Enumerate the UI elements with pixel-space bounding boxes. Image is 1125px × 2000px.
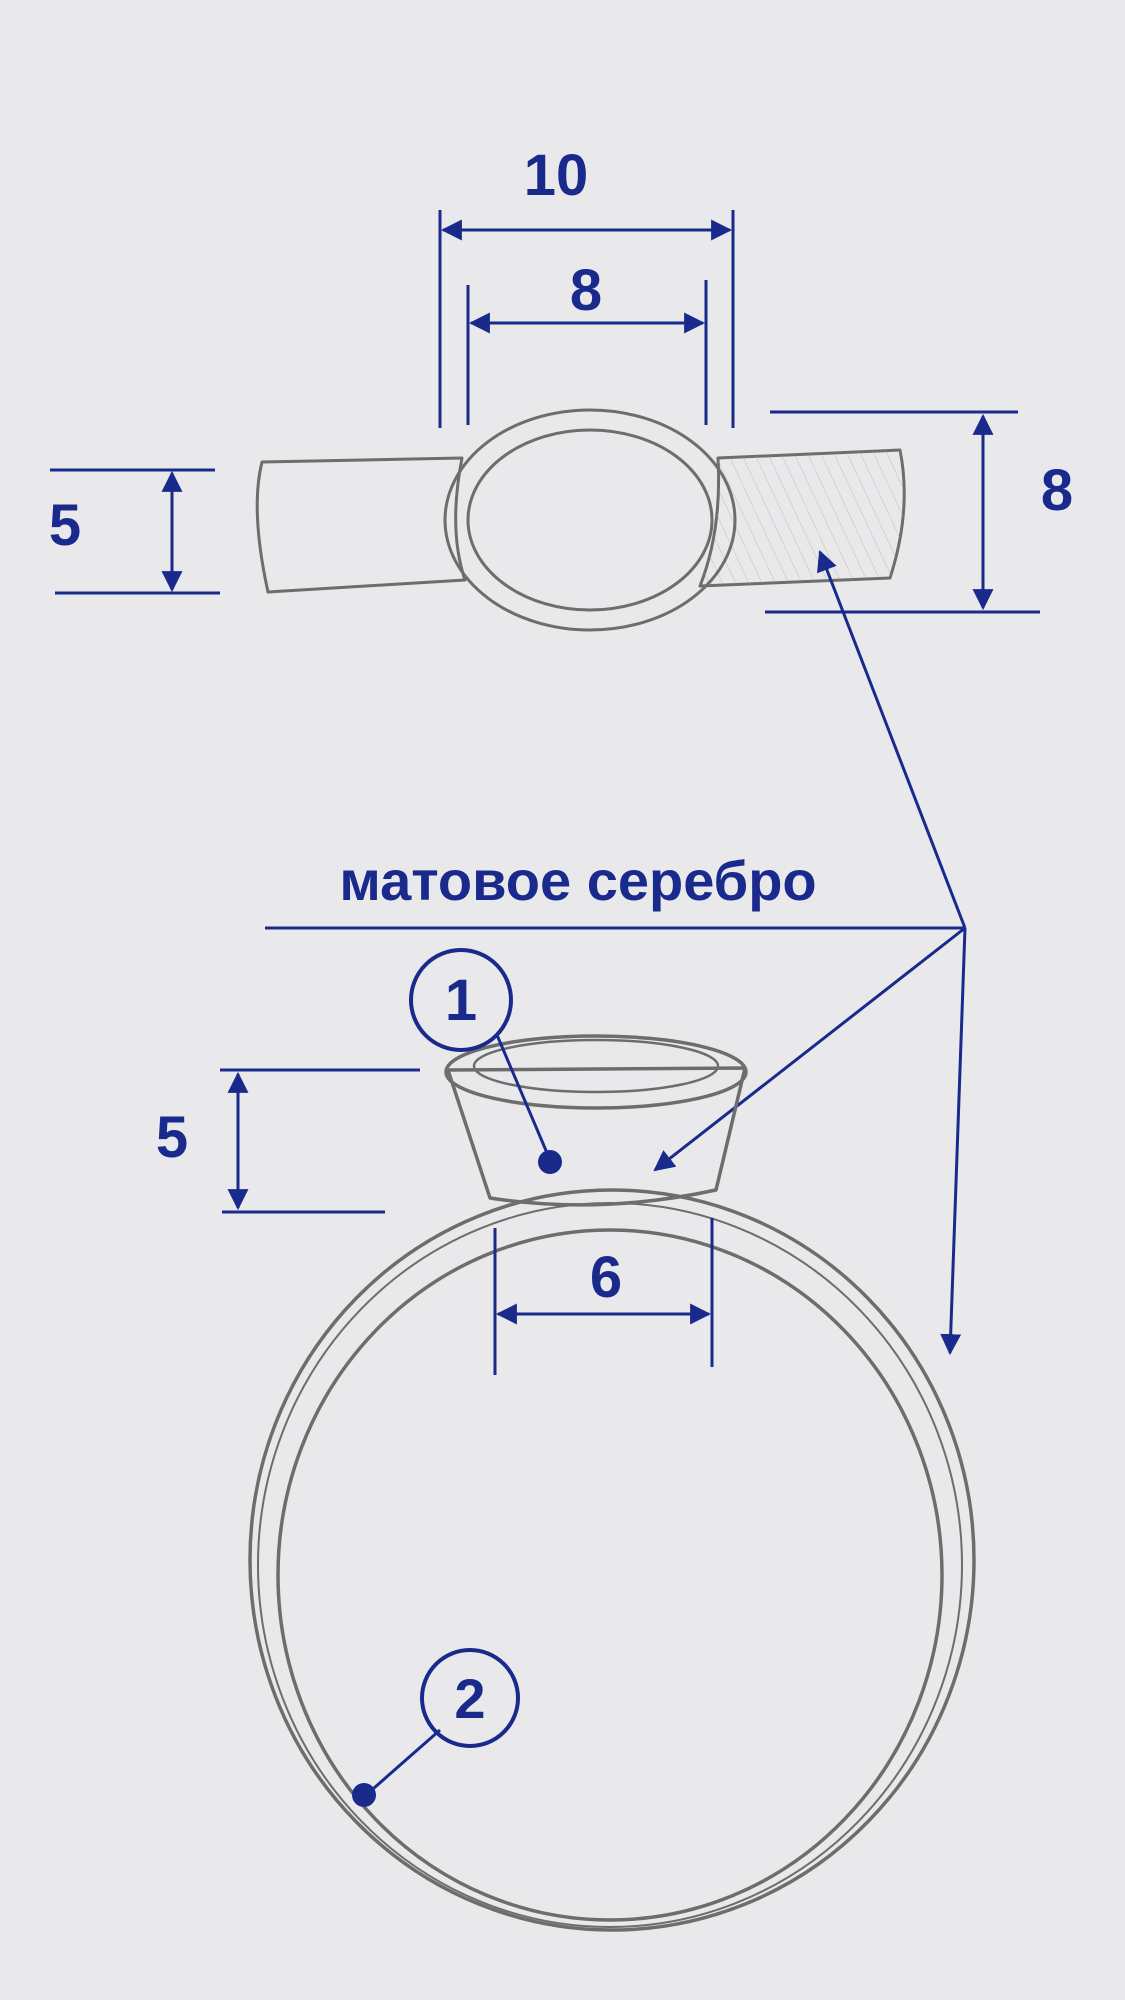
dim-overall-width-label: 10: [524, 143, 589, 208]
dimension-stone-width: 8: [466, 258, 708, 425]
callout-2-circle: [420, 1648, 520, 1748]
dimension-bezel-base-width: 6: [493, 1218, 714, 1375]
bezel-top-rim: [444, 1034, 748, 1110]
material-annotation: матовое серебро: [265, 550, 967, 1356]
shank-outer: [248, 1188, 976, 1932]
bezel-cup: [446, 1066, 747, 1207]
oval-bezel-outer: [443, 408, 737, 632]
callout-1-label: 1: [445, 968, 477, 1033]
dim-setting-height-label: 8: [1041, 458, 1073, 523]
top-view-ring: [255, 408, 906, 632]
dimension-overall-width: 10: [438, 143, 735, 428]
leader-to-bezel: [653, 926, 966, 1172]
dimension-setting-height: 8: [765, 410, 1073, 614]
dim-stone-width-label: 8: [570, 258, 602, 323]
dimension-band-height: 5: [49, 468, 220, 595]
dim-bezel-base-width-label: 6: [590, 1245, 622, 1310]
side-view-ring: [248, 1034, 976, 1932]
band-right-hatch-overlay: [700, 450, 905, 586]
dim-band-height-label: 5: [49, 493, 81, 558]
callout-1: 1: [409, 948, 562, 1174]
callout-1-circle: [409, 948, 513, 1052]
shank-outer-2: [257, 1202, 963, 1928]
band-left: [255, 456, 467, 594]
bezel-stone-top: [472, 1038, 720, 1094]
dim-bezel-height-label: 5: [156, 1105, 188, 1170]
callout-2-label: 2: [454, 1667, 485, 1730]
callout-2: 2: [352, 1648, 520, 1807]
oval-stone: [466, 428, 714, 612]
callout-1-dot: [538, 1150, 562, 1174]
leader-to-shank: [940, 927, 967, 1356]
material-label: матовое серебро: [339, 849, 816, 912]
callout-2-dot: [352, 1783, 376, 1807]
dimension-bezel-height: 5: [156, 1068, 420, 1214]
shank-inner: [276, 1228, 944, 1922]
leader-to-band-top: [817, 550, 967, 929]
